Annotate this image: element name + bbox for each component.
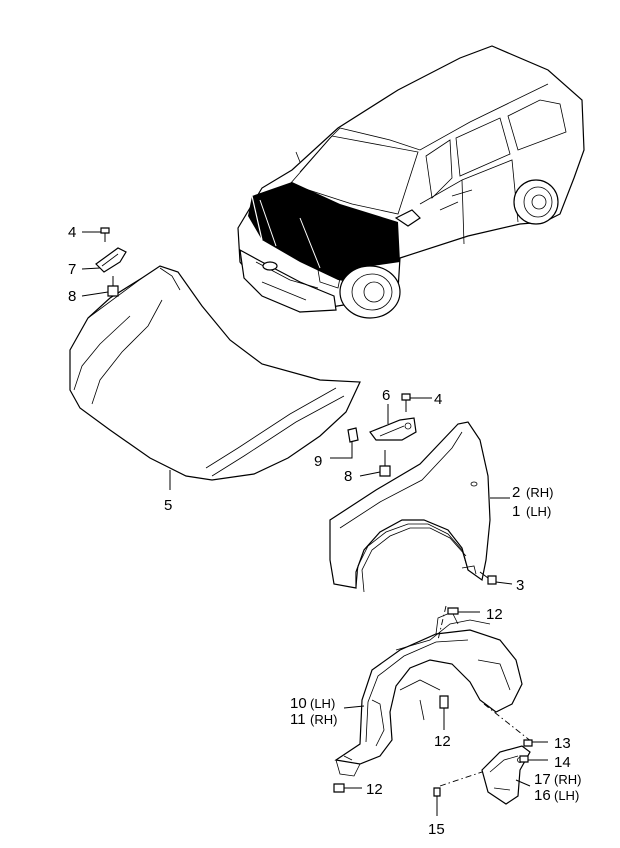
callout-12-c: 12	[366, 781, 383, 798]
callout-16-side: (LH)	[554, 788, 579, 803]
callout-8-mid: 8	[344, 468, 352, 485]
callout-13: 13	[554, 735, 571, 752]
callout-16: 16	[534, 787, 551, 804]
callout-3: 3	[516, 577, 524, 594]
callout-10-side: (LH)	[310, 696, 335, 711]
callout-1: 1	[512, 503, 520, 520]
callout-15: 15	[428, 821, 445, 838]
front-fender	[329, 421, 513, 593]
wheel-guard-liner	[334, 605, 533, 787]
hinge-assembly-left	[81, 227, 127, 297]
callout-1-side: (LH)	[526, 504, 551, 519]
callout-11-side: (RH)	[310, 712, 337, 727]
callout-17-side: (RH)	[554, 772, 581, 787]
callout-5: 5	[164, 497, 172, 514]
callout-8-top: 8	[68, 288, 76, 305]
vehicle-illustration	[237, 45, 585, 319]
callout-9: 9	[314, 453, 322, 470]
fasteners	[333, 607, 548, 816]
callout-4-top: 4	[68, 224, 76, 241]
callout-7: 7	[68, 261, 76, 278]
callout-12-b: 12	[434, 733, 451, 750]
mud-guard	[481, 745, 531, 805]
callout-11: 11	[290, 711, 306, 728]
hinge-assembly-right	[330, 393, 432, 477]
callout-6: 6	[382, 387, 390, 404]
hood-panel	[69, 265, 361, 481]
callout-4-mid: 4	[434, 391, 442, 408]
callout-2: 2	[512, 484, 520, 501]
callout-2-side: (RH)	[526, 485, 553, 500]
callout-14: 14	[554, 754, 571, 771]
callout-10: 10	[290, 695, 307, 712]
callout-17: 17	[534, 771, 551, 788]
callout-12-a: 12	[486, 606, 503, 623]
